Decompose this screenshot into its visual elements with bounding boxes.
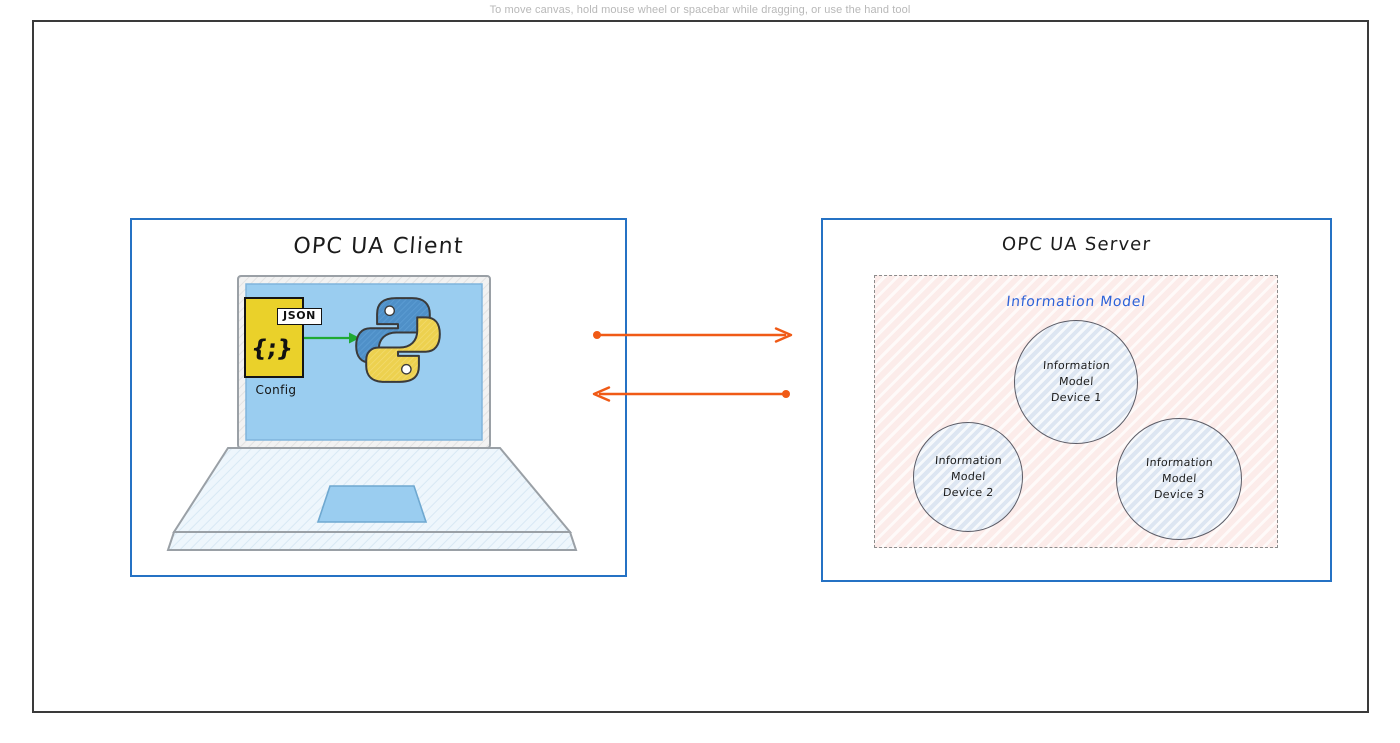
json-badge-label: JSON	[277, 308, 322, 325]
opc-ua-server-group[interactable]: OPC UA Server Information Model Informat…	[821, 218, 1332, 582]
client-to-server-arrow	[593, 327, 793, 343]
python-logo-icon	[355, 297, 441, 383]
information-model-device-3[interactable]: Information Model Device 3	[1116, 418, 1242, 540]
information-model-device-1[interactable]: Information Model Device 1	[1014, 320, 1138, 444]
page-frame: OPC UA Client	[32, 20, 1369, 713]
opc-ua-client-group[interactable]: OPC UA Client	[130, 218, 627, 577]
information-model-device-2[interactable]: Information Model Device 2	[913, 422, 1023, 532]
screen-contents: JSON {;} Config	[239, 282, 486, 430]
canvas-hint-text: To move canvas, hold mouse wheel or spac…	[489, 4, 911, 16]
connection-arrows	[592, 327, 793, 402]
server-to-client-arrow	[592, 386, 790, 402]
config-caption: Config	[255, 383, 297, 397]
information-model-container[interactable]: Information Model Information Model Devi…	[874, 275, 1278, 548]
